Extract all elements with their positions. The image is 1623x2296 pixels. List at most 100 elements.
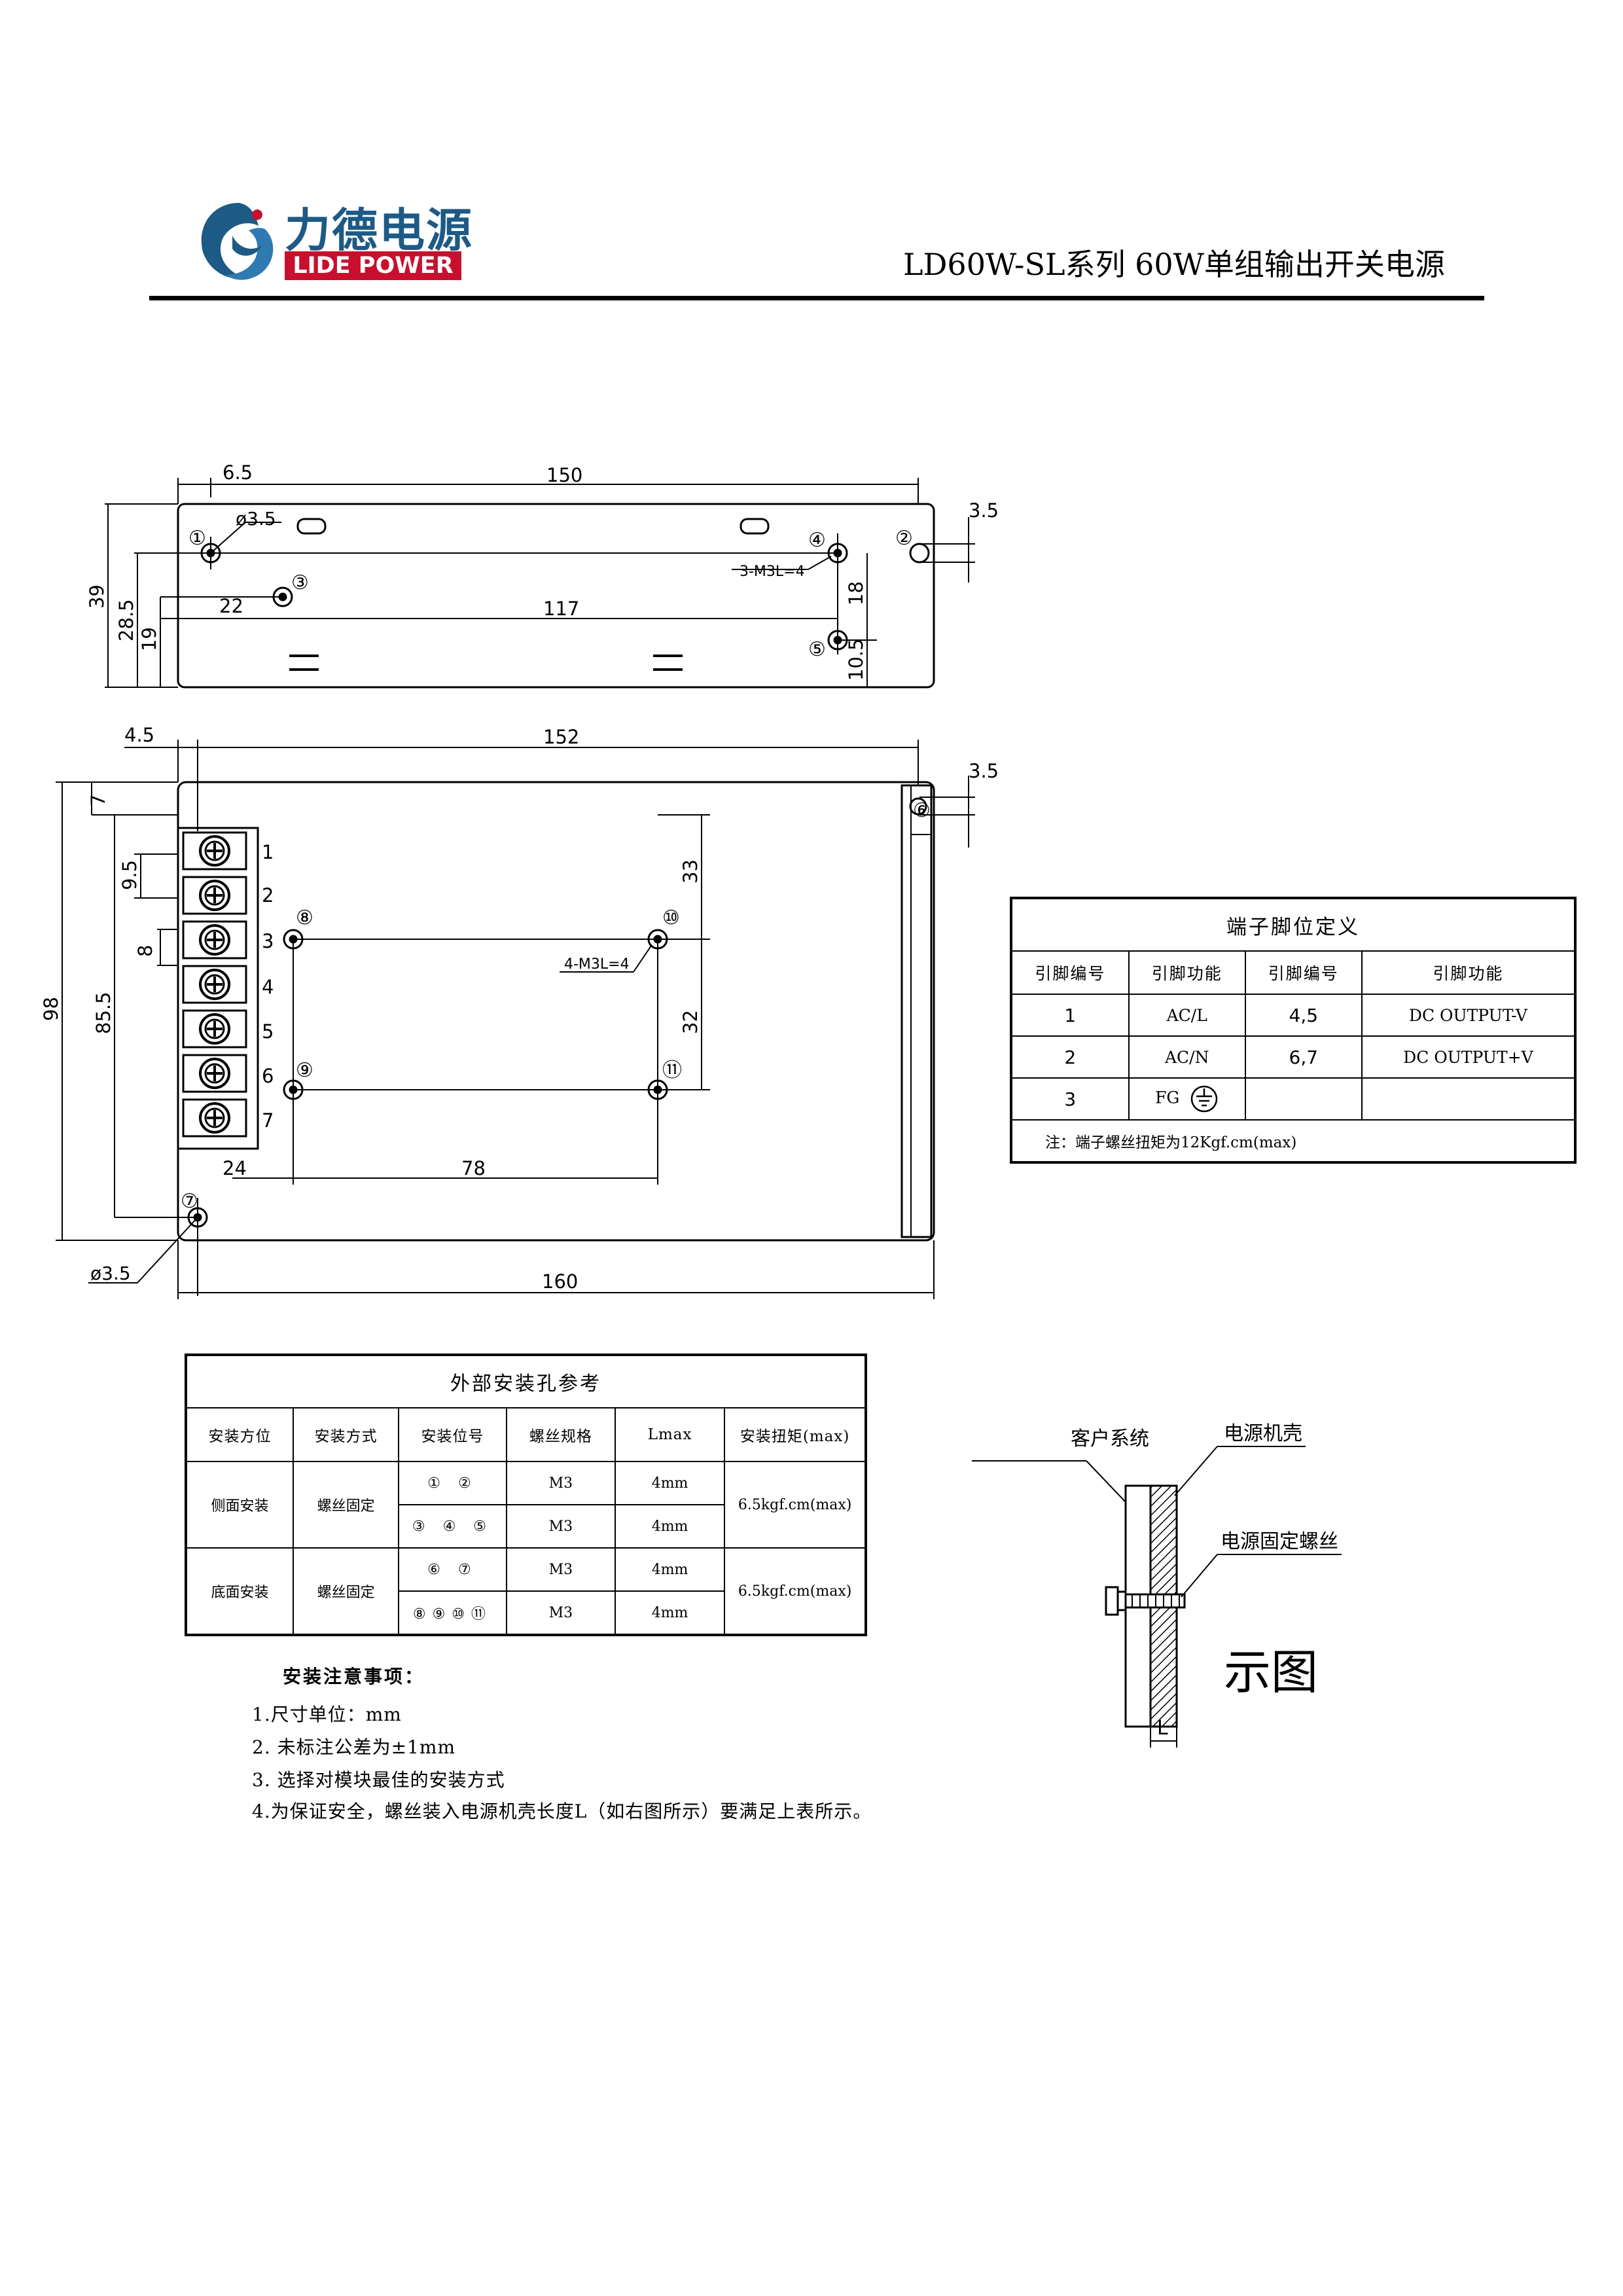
logo-swirl: [201, 203, 274, 280]
hole-label-5: ⑤: [808, 638, 826, 661]
diagram-caption: 示图: [1224, 1645, 1319, 1700]
dim-19: 19: [138, 627, 160, 651]
pin-table-note: 注：端子螺丝扭矩为12Kgf.cm(max): [1010, 1119, 1576, 1163]
hole-label-2: ②: [895, 527, 913, 550]
install-note: 4.为保证安全，螺丝装入电源机壳长度L（如右图所示）要满足上表所示。: [252, 1801, 872, 1822]
dim-3-5-front: 3.5: [969, 760, 999, 782]
pin-function: AC/N: [1128, 1035, 1246, 1079]
dim-152: 152: [543, 726, 579, 748]
terminal-block: [177, 827, 259, 1150]
terminal-screw: [182, 1054, 247, 1093]
label-customer-system: 客户系统: [1071, 1427, 1149, 1450]
top-view-outline: [177, 503, 935, 689]
vent-slot: [296, 518, 327, 535]
mount-method: 螺丝固定: [293, 1547, 400, 1636]
terminal-screws: [182, 831, 247, 1138]
mount-position: ⑧⑨⑩⑪: [398, 1590, 507, 1636]
dim-4-5: 4.5: [124, 724, 154, 746]
pin-table-header: 引脚编号: [1244, 950, 1363, 995]
pin-number: 3: [1010, 1077, 1130, 1121]
pin-function: DC OUTPUT-V: [1361, 994, 1577, 1037]
install-note: 2. 未标注公差为±1mm: [252, 1736, 455, 1758]
dim-33: 33: [679, 859, 702, 884]
dim-22: 22: [219, 595, 243, 617]
pin-table-header: 引脚编号: [1010, 950, 1130, 995]
pin-table-header: 引脚功能: [1361, 950, 1577, 995]
dim-18: 18: [845, 581, 867, 605]
mount-table-header: 安装方式: [293, 1407, 400, 1462]
pin-table-header: 引脚功能: [1128, 950, 1246, 995]
brand-name-en: LIDE POWER: [285, 251, 461, 280]
table-row: ⑧⑨⑩⑪ M3 4mm: [186, 1590, 866, 1636]
dim-85-5: 85.5: [92, 992, 115, 1034]
dim-9-5: 9.5: [118, 860, 141, 890]
front-view: 4.5 152 3.5 ⑥ 98 85.5 7 9.5 8 1 2 3 4 5: [40, 724, 999, 1299]
screw-spec: M3: [505, 1461, 616, 1505]
install-note: 1.尺寸单位：mm: [252, 1704, 402, 1725]
terminal-screw: [182, 1098, 247, 1138]
screw-spec: M3: [505, 1504, 616, 1549]
table-row: 1 AC/L 4,5 DC OUTPUT-V: [1010, 994, 1577, 1037]
pin-function: [1361, 1077, 1577, 1121]
pin-number: 2: [1010, 1035, 1130, 1079]
lmax-value: 4mm: [614, 1461, 726, 1505]
ground-symbol-icon: [1191, 1085, 1218, 1113]
mount-position: ① ②: [398, 1461, 507, 1505]
dim-39: 39: [86, 584, 108, 609]
screw-head: [1105, 1586, 1119, 1616]
install-note: 3. 选择对模块最佳的安装方式: [252, 1769, 505, 1791]
terminal-number-7: 7: [262, 1109, 274, 1132]
top-view: 6.5 150: [86, 461, 999, 689]
terminal-number-5: 5: [262, 1020, 274, 1043]
hole-label-9: ⑨: [296, 1059, 313, 1082]
terminal-screw: [182, 831, 247, 870]
screw-spec: M3: [505, 1590, 616, 1636]
terminal-screw: [182, 920, 247, 960]
terminal-number-6: 6: [262, 1065, 274, 1087]
mount-table-header: 螺丝规格: [505, 1407, 616, 1462]
screw-mount-diagram: 客户系统 电源机壳 电源固定螺丝 L: [972, 1422, 1342, 1748]
dim-8: 8: [134, 945, 156, 957]
mount-torque: 6.5kgf.cm(max): [724, 1461, 866, 1549]
mount-table-header: Lmax: [614, 1407, 726, 1462]
screw-note-4-m3: 4-M3L=4: [564, 956, 630, 973]
pin-number: 1: [1010, 994, 1130, 1037]
lmax-value: 4mm: [614, 1547, 726, 1592]
terminal-screw: [182, 1009, 247, 1049]
dim-150: 150: [546, 464, 582, 486]
dim-98: 98: [40, 997, 62, 1021]
pin-definition-table: 端子脚位定义 引脚编号 引脚功能 引脚编号 引脚功能 1 AC/L 4,5 DC…: [1010, 897, 1577, 1164]
mount-position: ⑥ ⑦: [398, 1547, 507, 1592]
terminal-number-4: 4: [262, 976, 274, 998]
mount-orientation: 底面安装: [185, 1547, 294, 1636]
front-view-outline: [177, 781, 935, 1242]
terminal-number-3: 3: [262, 930, 274, 952]
dim-3-5-top: 3.5: [969, 499, 999, 522]
pin-function: FG: [1155, 1088, 1180, 1107]
pin-table-caption: 端子脚位定义: [1010, 897, 1576, 952]
hole-label-6: ⑥: [913, 799, 931, 822]
pin-number: 4,5: [1244, 994, 1363, 1037]
terminal-number-1: 1: [262, 841, 274, 863]
mounting-hole-table: 外部安装孔参考 安装方位 安装方式 安装位号 螺丝规格 Lmax 安装扭矩(ma…: [185, 1354, 867, 1636]
side-flange: [901, 784, 933, 1238]
mount-table-header: 安装扭矩(max): [724, 1407, 866, 1462]
pin-function: DC OUTPUT+V: [1361, 1035, 1577, 1079]
hole-label-4: ④: [808, 529, 826, 552]
hole-label-8: ⑧: [296, 906, 313, 929]
terminal-screw: [182, 876, 247, 915]
mount-position: ③ ④ ⑤: [398, 1504, 507, 1549]
dim-24: 24: [223, 1157, 247, 1179]
lmax-value: 4mm: [614, 1504, 726, 1549]
vent-slot: [740, 518, 770, 535]
mount-table-header: 安装方位: [185, 1407, 294, 1462]
label-psu-housing: 电源机壳: [1224, 1422, 1302, 1445]
dim-6-5: 6.5: [223, 461, 253, 484]
hole-label-10: ⑩: [662, 906, 680, 929]
mount-method: 螺丝固定: [293, 1461, 400, 1549]
mount-table-header: 安装位号: [398, 1407, 507, 1462]
hole-label-3: ③: [291, 571, 309, 594]
mount-orientation: 侧面安装: [185, 1461, 294, 1549]
table-row: 2 AC/N 6,7 DC OUTPUT+V: [1010, 1035, 1577, 1079]
screw-spec: M3: [505, 1547, 616, 1592]
